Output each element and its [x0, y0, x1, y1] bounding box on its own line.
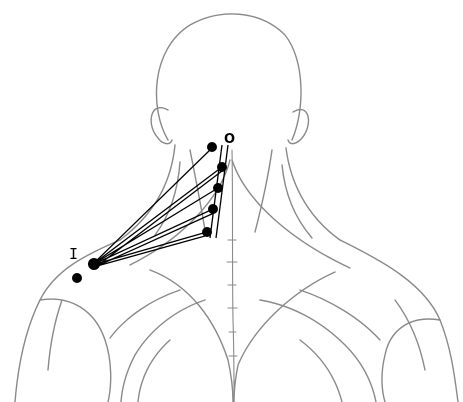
fiber-line-3 [92, 188, 218, 265]
neck-right-edge [286, 148, 340, 240]
origin-point-5 [202, 227, 212, 237]
insertion-label: I [69, 247, 78, 262]
origin-label: O [224, 133, 235, 146]
origin-point-3 [213, 183, 223, 193]
insertion-point [88, 258, 100, 270]
insertion-point-lower [72, 273, 82, 283]
right-ear [288, 110, 308, 144]
head-outline [156, 14, 301, 140]
origin-point-4 [208, 204, 218, 214]
muscle-fiber-lines [92, 145, 228, 266]
right-shoulder-outline [340, 240, 458, 402]
spine-line [232, 150, 234, 402]
origin-point-2 [217, 162, 227, 172]
origin-point-1 [207, 142, 217, 152]
